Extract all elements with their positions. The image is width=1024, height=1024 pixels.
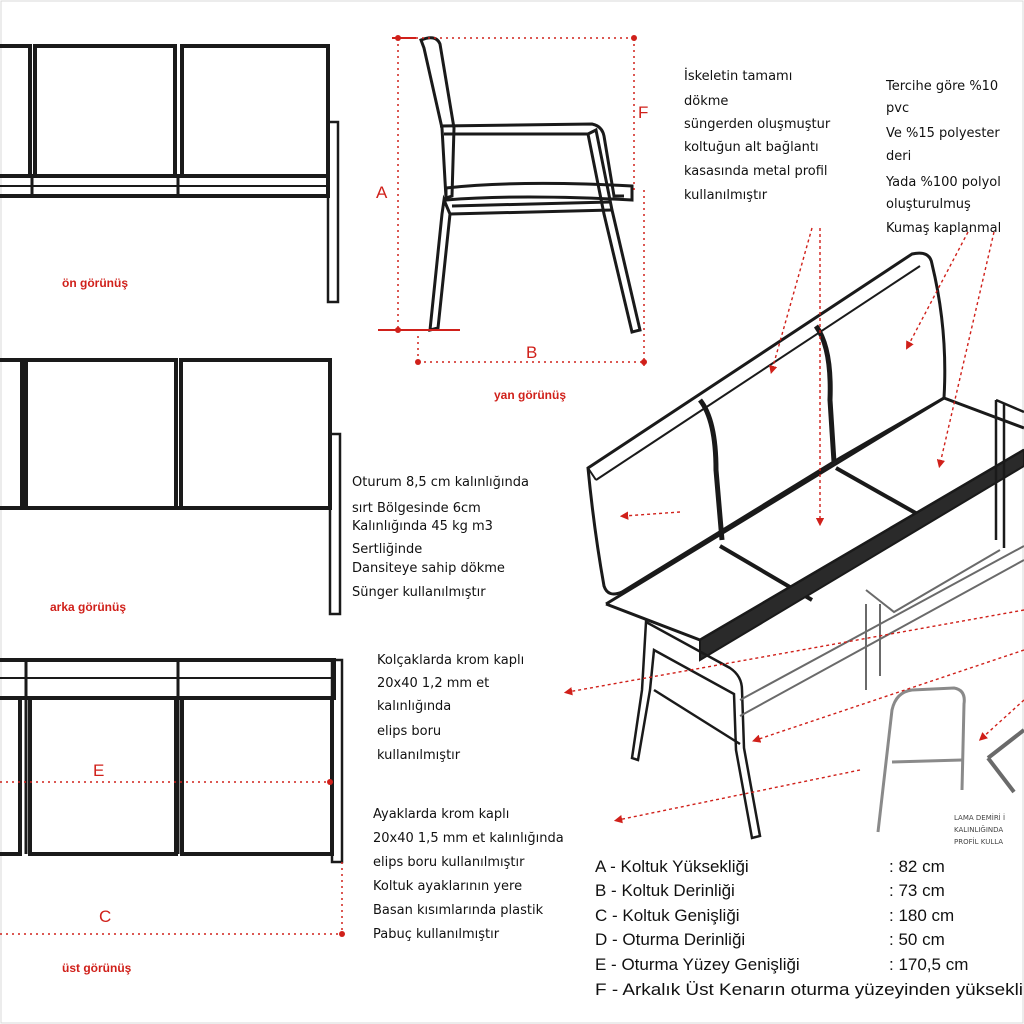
leader-lines xyxy=(563,227,1024,824)
top-view xyxy=(0,658,344,864)
svg-text:koltuğun alt bağlantı: koltuğun alt bağlantı xyxy=(684,140,819,155)
isometric-view xyxy=(586,251,1024,840)
svg-text:Basan kısımlarında plastik: Basan kısımlarında plastik xyxy=(373,903,544,918)
note-armrest: Kolçaklarda krom kaplı 20x40 1,2 mm et k… xyxy=(377,653,524,763)
svg-text:Dansiteye sahip dökme: Dansiteye sahip dökme xyxy=(352,561,505,576)
note-legs: Ayaklarda krom kaplı 20x40 1,5 mm et kal… xyxy=(373,807,564,942)
svg-text:deri: deri xyxy=(886,149,911,164)
svg-text:sırt Bölgesinde 6cm: sırt Bölgesinde 6cm xyxy=(352,501,481,516)
svg-text:Ayaklarda krom kaplı: Ayaklarda krom kaplı xyxy=(373,807,509,822)
back-view-caption: arka görünüş xyxy=(50,600,126,614)
svg-text:Yada %100 polyol: Yada %100 polyol xyxy=(885,175,1001,190)
svg-text:Sertliğinde: Sertliğinde xyxy=(352,542,422,557)
spec-label-a: A - Koltuk Yüksekliği xyxy=(595,857,749,876)
spec-value-b: : 73 cm xyxy=(889,881,945,900)
svg-text:kasasında metal profil: kasasında metal profil xyxy=(684,164,828,179)
svg-text:süngerden oluşmuştur: süngerden oluşmuştur xyxy=(684,117,831,132)
svg-text:elips boru: elips boru xyxy=(377,724,441,739)
dim-c-letter: C xyxy=(99,907,111,926)
spec-table: A - Koltuk Yüksekliği : 82 cm B - Koltuk… xyxy=(595,857,1023,999)
svg-text:Kolçaklarda krom kaplı: Kolçaklarda krom kaplı xyxy=(377,653,524,668)
svg-text:İskeletin tamamı: İskeletin tamamı xyxy=(684,68,792,84)
side-view-caption: yan görünüş xyxy=(494,388,566,402)
svg-text:kalınlığında: kalınlığında xyxy=(377,699,451,714)
dim-c xyxy=(0,862,343,935)
svg-text:Kalınlığında 45 kg m3: Kalınlığında 45 kg m3 xyxy=(352,519,493,534)
iso-stretcher xyxy=(739,545,1024,717)
side-back-leg xyxy=(428,194,452,332)
side-armrest xyxy=(439,122,624,198)
spec-label-f: F - Arkalık Üst Kenarın oturma yüzeyinde… xyxy=(595,980,1023,999)
spec-label-e: E - Oturma Yüzey Genişliği xyxy=(595,955,800,974)
iso-back-separator-1 xyxy=(697,398,725,541)
detail-caption-2: KALINLIĞINDA xyxy=(954,825,1003,834)
side-seat xyxy=(444,181,634,202)
svg-text:Koltuk ayaklarının yere: Koltuk ayaklarının yere xyxy=(373,879,522,894)
detail-caption-1: LAMA DEMİRİ İ xyxy=(954,813,1005,822)
svg-text:elips boru kullanılmıştır: elips boru kullanılmıştır xyxy=(373,855,525,870)
front-back-panel-2 xyxy=(33,44,177,178)
svg-text:Ve %15 polyester: Ve %15 polyester xyxy=(886,126,1000,141)
svg-text:kullanılmıştır: kullanılmıştır xyxy=(684,188,768,203)
spec-value-c: : 180 cm xyxy=(889,906,954,925)
spec-value-a: : 82 cm xyxy=(889,857,945,876)
spec-label-b: B - Koltuk Derinliği xyxy=(595,881,735,900)
back-leg xyxy=(328,432,342,616)
note-fabric: Tercihe göre %10 pvc Ve %15 polyester de… xyxy=(885,79,1001,236)
svg-text:pvc: pvc xyxy=(886,101,909,116)
front-view xyxy=(0,44,340,304)
spec-label-d: D - Oturma Derinliği xyxy=(595,930,745,949)
iso-back-separator-2 xyxy=(813,324,837,463)
note-skeleton: İskeletin tamamı dökme süngerden oluşmuş… xyxy=(684,68,831,203)
spec-value-d: : 50 cm xyxy=(889,930,945,949)
svg-text:dökme: dökme xyxy=(684,94,728,109)
detail-caption-3: PROFİL KULLA xyxy=(954,837,1003,846)
dim-b-letter: B xyxy=(526,343,537,362)
svg-text:20x40 1,2 mm et: 20x40 1,2 mm et xyxy=(377,676,489,691)
top-view-caption: üst görünüş xyxy=(62,961,132,975)
svg-text:kullanılmıştır: kullanılmıştır xyxy=(377,748,461,763)
leg-detail xyxy=(876,686,1024,833)
dim-f-letter: F xyxy=(638,103,648,122)
note-foam: Oturum 8,5 cm kalınlığında sırt Bölgesin… xyxy=(352,475,529,600)
iso-left-arm xyxy=(630,619,762,840)
iso-right-arm xyxy=(994,398,1024,548)
dim-a-letter: A xyxy=(376,183,388,202)
side-front-leg xyxy=(586,127,642,334)
svg-text:20x40 1,5 mm et kalınlığında: 20x40 1,5 mm et kalınlığında xyxy=(373,831,564,846)
front-back-panel-3 xyxy=(180,44,330,178)
iso-seat xyxy=(605,396,1024,642)
svg-text:Pabuç kullanılmıştır: Pabuç kullanılmıştır xyxy=(373,927,500,942)
svg-text:oluşturulmuş: oluşturulmuş xyxy=(886,197,971,212)
front-leg xyxy=(326,120,340,304)
spec-label-c: C - Koltuk Genişliği xyxy=(595,906,740,925)
side-back-frame xyxy=(419,36,456,201)
dim-e-letter: E xyxy=(93,761,104,780)
side-view xyxy=(419,36,642,334)
svg-text:Oturum 8,5 cm kalınlığında: Oturum 8,5 cm kalınlığında xyxy=(352,475,529,490)
front-back-panel-1 xyxy=(0,44,32,178)
back-view xyxy=(0,358,342,616)
iso-seat-front-rail xyxy=(699,448,1024,662)
spec-value-e: : 170,5 cm xyxy=(889,955,968,974)
svg-text:Sünger kullanılmıştır: Sünger kullanılmıştır xyxy=(352,585,486,600)
svg-text:Tercihe göre %10: Tercihe göre %10 xyxy=(885,79,998,94)
front-view-caption: ön görünüş xyxy=(62,276,128,290)
svg-text:Kumaş kaplanmal: Kumaş kaplanmal xyxy=(886,221,1001,236)
